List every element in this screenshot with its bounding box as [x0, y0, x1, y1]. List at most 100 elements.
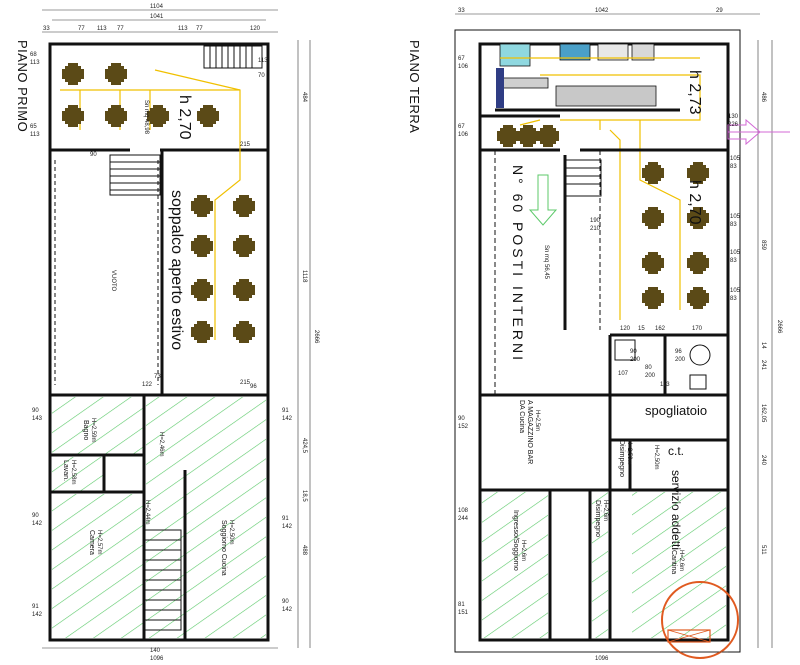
table-group [191, 195, 255, 343]
dim-label: 120 [620, 326, 631, 332]
dim-label: 90 [32, 513, 39, 519]
table-icon [105, 105, 127, 127]
table-icon [642, 162, 664, 184]
height-label: h 2,70 [686, 180, 703, 225]
table-icon [191, 235, 213, 257]
room-label: Camera [88, 530, 95, 555]
dim-label: 91 [282, 516, 289, 522]
table-icon [687, 207, 709, 229]
dim-label: 29 [716, 8, 723, 14]
dim-label: 162,05 [760, 404, 766, 423]
height-label: h 2,70 [176, 95, 193, 140]
table-icon [191, 195, 213, 217]
dim-label: 142 [282, 416, 293, 422]
table-icon [537, 125, 559, 147]
lighting-route [154, 69, 241, 340]
dim-label: 424,5 [301, 438, 307, 454]
room-height: H=2,58m [70, 460, 76, 485]
dim-label: 77 [78, 26, 85, 32]
dim-label: 65 [30, 124, 37, 130]
dim-label: 142 [282, 607, 293, 613]
dim-label: 90 [630, 349, 637, 355]
dim-label: 105 [730, 156, 741, 162]
room-height: H=2,59m [90, 418, 96, 443]
soppalco-label: soppalco aperto estivo [168, 190, 185, 350]
height-label: h 2,73 [686, 70, 703, 115]
table-icon [197, 105, 219, 127]
room-label: Cantina [670, 550, 677, 574]
dim-label: 511 [760, 545, 766, 555]
dim-label: 90 [32, 408, 39, 414]
room-height: H=2,50m [228, 520, 234, 545]
dim-label: 96 [250, 384, 257, 390]
dim-label: 143 [32, 416, 43, 422]
room-height: H=2,46m [158, 432, 164, 457]
capacity-label: N° 60 POSTI INTERNI [510, 165, 526, 363]
table-icon [687, 287, 709, 309]
dim-label: 122 [142, 382, 153, 388]
area-label: Sn mq 56,45 [543, 245, 549, 280]
highlight-circle [661, 581, 739, 659]
right-plan-title: PIANO TERRA [407, 40, 422, 133]
table-group [62, 63, 219, 127]
dim-label: 90 [458, 416, 465, 422]
table-icon [642, 252, 664, 274]
dim-label: 244 [458, 516, 469, 522]
dim-label: 108 [458, 508, 469, 514]
left-plan: PIANO PRIMO 1104 1041 33 77 113 77 113 7… [15, 4, 319, 662]
dim-label: 859 [760, 240, 766, 251]
dim-label: 73 [154, 374, 161, 380]
room-label: spogliatoio [645, 403, 707, 418]
dim-label: 107 [618, 371, 629, 377]
table-icon [233, 235, 255, 257]
table-icon [233, 279, 255, 301]
outer-wall [48, 42, 270, 642]
table-icon [62, 63, 84, 85]
dim-label: 200 [630, 357, 641, 363]
room-label: Ingresso/Soggiorno [512, 510, 519, 571]
room-label: DA Cucina [518, 400, 525, 433]
dim-label: 1096 [150, 656, 164, 660]
kitchen-fixture [597, 43, 629, 61]
dim-label: 105 [730, 288, 741, 294]
dim-label: 70 [258, 73, 265, 79]
dim-label: 200 [675, 357, 686, 363]
dim-label: 68 [30, 52, 37, 58]
dim-label: 215 [240, 380, 251, 386]
room-camera [52, 494, 144, 638]
room-label: A MAGAZZINO BAR [526, 400, 533, 464]
table-icon [191, 279, 213, 301]
dim-label: 18,5 [301, 490, 307, 502]
dim-label: 151 [458, 610, 469, 616]
room-label: Soggiorno Cucina [220, 520, 227, 576]
table-icon [642, 287, 664, 309]
dim-label: 2666 [313, 330, 319, 344]
dim-label: 96 [675, 349, 682, 355]
dim-label: 14 [760, 342, 766, 349]
dim-label: 113 [30, 132, 40, 138]
dim-label: 2666 [776, 320, 782, 334]
room-height: H=2,6m [520, 540, 526, 561]
room-cantina [632, 492, 726, 638]
dim-label: 83 [730, 164, 737, 170]
kitchen-counter [499, 77, 549, 89]
dim-label: 210 [590, 226, 601, 232]
table-icon [517, 125, 539, 147]
right-plan: PIANO TERRA 1042 33 29 486 859 2666 241 … [407, 8, 790, 662]
kitchen-area [480, 43, 680, 118]
dim-label: 142 [32, 521, 43, 527]
room-disimpegno [592, 492, 608, 638]
dim-label: 140 [150, 648, 161, 654]
dim-label: 113 [97, 26, 107, 32]
dim-label: 80 [645, 365, 652, 371]
stairs [564, 159, 602, 197]
bathroom-fixture [614, 339, 636, 361]
dim-label: 105 [730, 250, 741, 256]
room-lavanderia [52, 457, 104, 492]
room-label: Disimpegno [618, 440, 625, 477]
room-soggiorno [146, 397, 266, 638]
direction-arrow [528, 174, 558, 226]
dim-label: 142 [282, 524, 293, 530]
dim-label: 83 [730, 222, 737, 228]
table-icon [62, 105, 84, 127]
